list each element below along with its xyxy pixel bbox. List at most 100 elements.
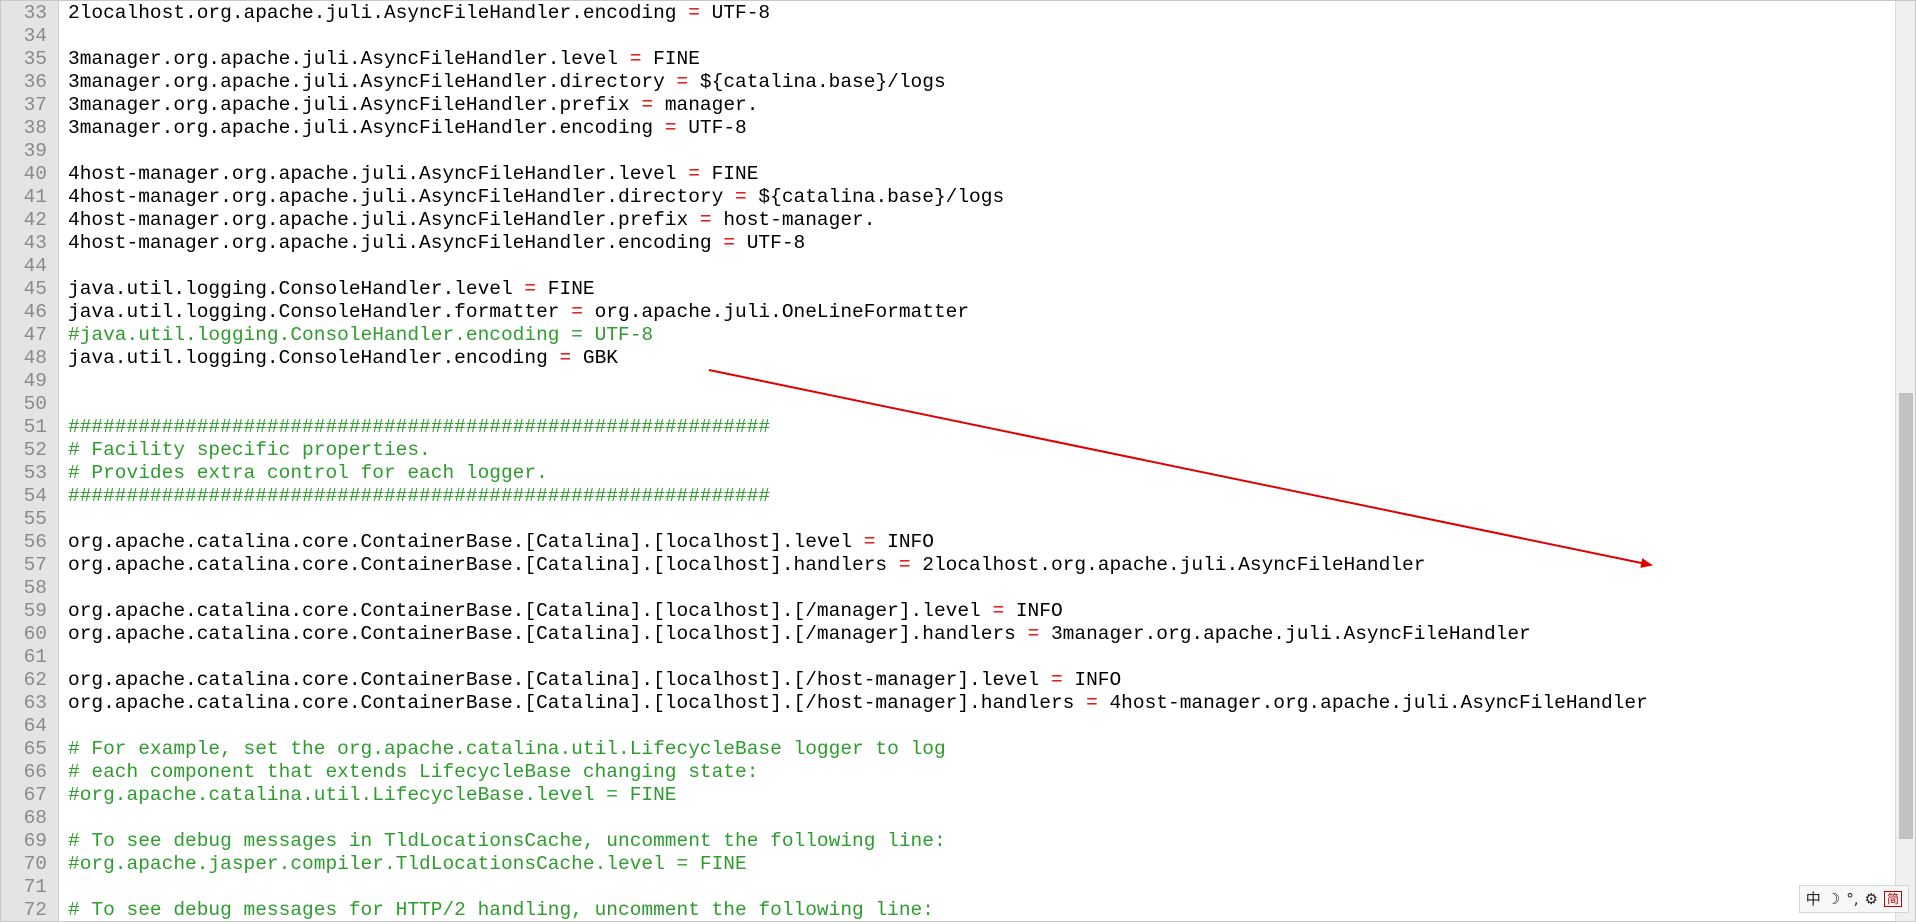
property-key: org.apache.catalina.core.ContainerBase.[… (68, 600, 981, 622)
code-line[interactable]: 38 3manager.org.apache.juli.AsyncFileHand… (1, 117, 1891, 140)
code-line[interactable]: 71 (1, 876, 1891, 899)
vertical-scrollbar[interactable] (1895, 1, 1915, 921)
line-number: 46 (23, 301, 47, 323)
line-number: 45 (23, 278, 47, 300)
line-number: 63 (23, 692, 47, 714)
line-number: 37 (23, 94, 47, 116)
code-line[interactable]: 67#org.apache.catalina.util.LifecycleBas… (1, 784, 1891, 807)
line-number: 38 (23, 117, 47, 139)
code-line[interactable]: 39 (1, 140, 1891, 163)
half-width-moon-icon[interactable]: ☽ (1826, 890, 1841, 908)
line-number: 58 (23, 577, 47, 599)
property-key: 4host-manager.org.apache.juli.AsyncFileH… (68, 186, 724, 208)
code-line[interactable]: 54######################################… (1, 485, 1891, 508)
comment-text: #java.util.logging.ConsoleHandler.encodi… (68, 324, 654, 346)
code-line[interactable]: 51######################################… (1, 416, 1891, 439)
line-number: 57 (23, 554, 47, 576)
assignment-operator: = (629, 48, 642, 70)
property-line: java.util.logging.ConsoleHandler.formatt… (68, 301, 969, 324)
gear-icon[interactable]: ⚙ (1864, 890, 1878, 908)
line-number: 54 (23, 485, 47, 507)
line-number: 41 (23, 186, 47, 208)
property-value: manager. (664, 94, 759, 116)
code-line[interactable]: 34 (1, 25, 1891, 48)
assignment-operator: = (524, 278, 537, 300)
code-line[interactable]: 49 (1, 370, 1891, 393)
line-number: 44 (23, 255, 47, 277)
property-line: 4host-manager.org.apache.juli.AsyncFileH… (68, 163, 758, 186)
line-number: 65 (23, 738, 47, 760)
code-line[interactable]: 61 (1, 646, 1891, 669)
code-line[interactable]: 50 (1, 393, 1891, 416)
property-value: INFO (887, 531, 934, 553)
comment-text: # Provides extra control for each logger… (68, 462, 548, 484)
assignment-operator: = (1050, 669, 1063, 691)
chinese-input-icon[interactable]: 中 (1805, 890, 1821, 908)
code-line[interactable]: 66# each component that extends Lifecycl… (1, 761, 1891, 784)
property-key: 3manager.org.apache.juli.AsyncFileHandle… (68, 117, 654, 139)
code-line[interactable]: 65# For example, set the org.apache.cata… (1, 738, 1891, 761)
code-line[interactable]: 69# To see debug messages in TldLocation… (1, 830, 1891, 853)
code-line[interactable]: 55 (1, 508, 1891, 531)
line-number: 42 (23, 209, 47, 231)
property-key: org.apache.catalina.core.ContainerBase.[… (68, 669, 1040, 691)
scrollbar-thumb[interactable] (1899, 393, 1913, 839)
code-line[interactable]: 52# Facility specific properties. (1, 439, 1891, 462)
property-value: ${catalina.base}/logs (758, 186, 1005, 208)
line-number: 52 (23, 439, 47, 461)
code-line[interactable]: 58 (1, 577, 1891, 600)
code-line[interactable]: 64 (1, 715, 1891, 738)
line-number: 50 (23, 393, 47, 415)
line-number: 71 (23, 876, 47, 898)
ime-toolbar[interactable]: 中☽°,⚙简 (1798, 885, 1909, 913)
code-line[interactable]: 41 4host-manager.org.apache.juli.AsyncFil… (1, 186, 1891, 209)
assignment-operator: = (898, 554, 911, 576)
code-line[interactable]: 63 org.apache.catalina.core.ContainerBase… (1, 692, 1891, 715)
property-key: org.apache.catalina.core.ContainerBase.[… (68, 531, 853, 553)
code-line[interactable]: 68 (1, 807, 1891, 830)
line-number: 66 (23, 761, 47, 783)
assignment-operator: = (664, 117, 677, 139)
property-line: 4host-manager.org.apache.juli.AsyncFileH… (68, 186, 1004, 209)
code-line[interactable]: 72# To see debug messages for HTTP/2 han… (1, 899, 1891, 921)
property-key: org.apache.catalina.core.ContainerBase.[… (68, 692, 1075, 714)
code-line[interactable]: 53# Provides extra control for each logg… (1, 462, 1891, 485)
assignment-operator: = (699, 209, 712, 231)
punctuation-icon[interactable]: °, (1846, 890, 1859, 908)
code-line[interactable]: 44 (1, 255, 1891, 278)
property-key: java.util.logging.ConsoleHandler.formatt… (68, 301, 560, 323)
property-value: FINE (711, 163, 759, 185)
line-number: 69 (23, 830, 47, 852)
line-number: 64 (23, 715, 47, 737)
property-value: UTF-8 (746, 232, 806, 254)
property-value: ${catalina.base}/logs (699, 71, 946, 93)
line-number: 72 (23, 899, 47, 921)
line-number: 60 (23, 623, 47, 645)
code-line[interactable]: 46 java.util.logging.ConsoleHandler.forma… (1, 301, 1891, 324)
code-line[interactable]: 70#org.apache.jasper.compiler.TldLocatio… (1, 853, 1891, 876)
property-value: UTF-8 (688, 117, 747, 139)
property-value: INFO (1074, 669, 1122, 691)
code-line[interactable]: 47#java.util.logging.ConsoleHandler.enco… (1, 324, 1891, 347)
property-key: 4host-manager.org.apache.juli.AsyncFileH… (68, 163, 677, 185)
property-key: 2localhost.org.apache.juli.AsyncFileHand… (68, 2, 677, 24)
assignment-operator: = (992, 600, 1005, 622)
assignment-operator: = (676, 71, 689, 93)
property-line: org.apache.catalina.core.ContainerBase.[… (68, 669, 1121, 692)
